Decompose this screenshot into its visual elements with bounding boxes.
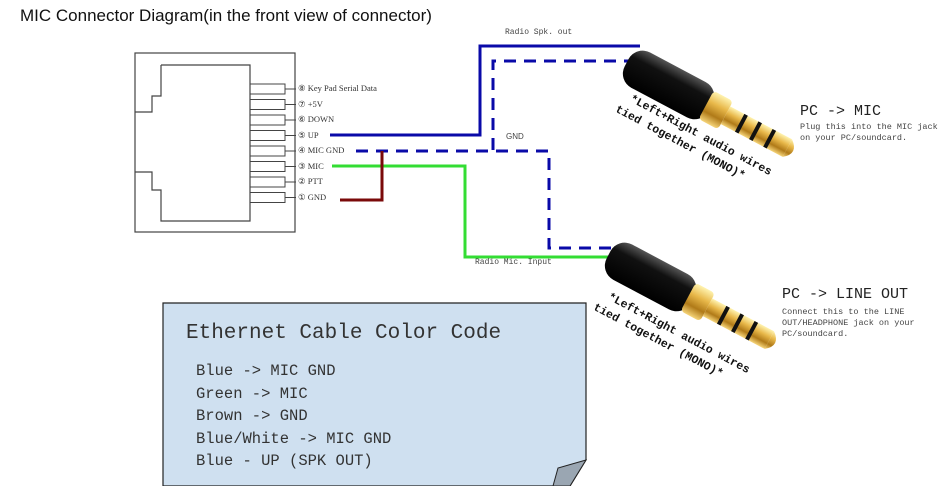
plug-collar [699, 92, 732, 128]
plug-collar [681, 284, 714, 320]
plug-tip [782, 139, 794, 157]
plug-mic-title: PC -> MIC [800, 103, 882, 120]
plug-ring [745, 320, 759, 341]
pin-name: Key Pad Serial Data [307, 83, 377, 93]
pin-label: ③ MIC [298, 161, 324, 172]
pin-stub-3 [250, 161, 296, 172]
pin-number: ② [298, 176, 308, 186]
pin-label: ⑧ Key Pad Serial Data [298, 83, 377, 94]
pin-name: UP [307, 129, 319, 140]
pin-number: ⑤ [298, 129, 308, 140]
pin-number: ⑥ [298, 114, 308, 124]
pin-label: ⑤ UP [298, 130, 319, 141]
plug-ring [763, 128, 777, 149]
pin-label: ④ MIC GND [298, 145, 344, 156]
diagram-title: MIC Connector Diagram(in the front view … [20, 6, 432, 25]
wire-gnd [340, 151, 384, 202]
pin-name: PTT [307, 176, 323, 186]
plug-mic-image [622, 50, 794, 157]
pin-stub-4 [250, 145, 296, 157]
pin-stub-7 [250, 99, 296, 110]
pin-label: ⑦ +5V [298, 99, 323, 110]
note-paper [162, 302, 587, 486]
pin-stub-5 [250, 130, 296, 141]
pin-name: GND [307, 191, 327, 202]
color-code-line: Green -> MIC [196, 384, 308, 403]
plug-line-out-description: Connect this to the LINE OUT/HEADPHONE j… [782, 307, 915, 339]
plug-ring [731, 313, 744, 333]
wire-mic-gnd [356, 149, 612, 250]
connector-inner [135, 64, 251, 222]
connector-notch [135, 65, 162, 113]
note-curl [552, 459, 588, 486]
pin-stub-1 [250, 192, 296, 203]
pin-number: ⑦ [298, 98, 308, 109]
color-code-line: Blue - UP (SPK OUT) [196, 452, 373, 470]
pin-number: ④ [298, 145, 308, 155]
pin-stub-8 [250, 83, 296, 95]
connector-outline [134, 52, 296, 233]
pin-stub-6 [250, 114, 296, 126]
plug-handle [622, 50, 715, 120]
pin-label: ⑥ DOWN [298, 114, 334, 125]
pin-name: DOWN [307, 114, 335, 124]
plug-mic-description: Plug this into the MIC jack on your PC/s… [800, 122, 938, 143]
color-code-line: Blue -> MIC GND [196, 362, 336, 380]
plug-tip [764, 331, 776, 349]
plug-ring [734, 113, 748, 134]
wires [330, 44, 640, 259]
color-code-line: Blue/White -> MIC GND [196, 429, 392, 448]
label-radio-spk-out: Radio Spk. out [505, 28, 573, 37]
color-code-note [162, 302, 588, 486]
pin-name: +5V [307, 98, 323, 109]
rj-connector [134, 52, 296, 233]
label-radio-mic-input: Radio Mic. Input [475, 258, 552, 267]
plug-line-out-image [604, 242, 776, 349]
wire-mic [332, 164, 612, 259]
wire-gnd-mic-plug [491, 59, 640, 150]
pin-label: ① GND [298, 192, 326, 203]
plug-line-out-title: PC -> LINE OUT [782, 286, 909, 303]
plug-ring [749, 121, 762, 141]
pin-label: ② PTT [298, 176, 323, 187]
pin-number: ① [298, 191, 308, 202]
pin-number: ⑧ [298, 83, 308, 93]
color-code-line: Brown -> GND [196, 407, 308, 425]
pin-name: MIC GND [307, 145, 345, 155]
plug-handle [604, 242, 697, 312]
wire-spk-out [330, 44, 640, 137]
pin-stub-2 [250, 176, 296, 188]
color-code-list: Blue -> MIC GND Green -> MIC Brown -> GN… [196, 362, 391, 475]
label-gnd: GND [506, 132, 524, 141]
pin-number: ③ [298, 160, 308, 171]
color-code-title: Ethernet Cable Color Code [186, 322, 502, 345]
pin-name: MIC [307, 160, 324, 171]
connector-pins [250, 83, 296, 203]
plug-ring [716, 305, 730, 326]
